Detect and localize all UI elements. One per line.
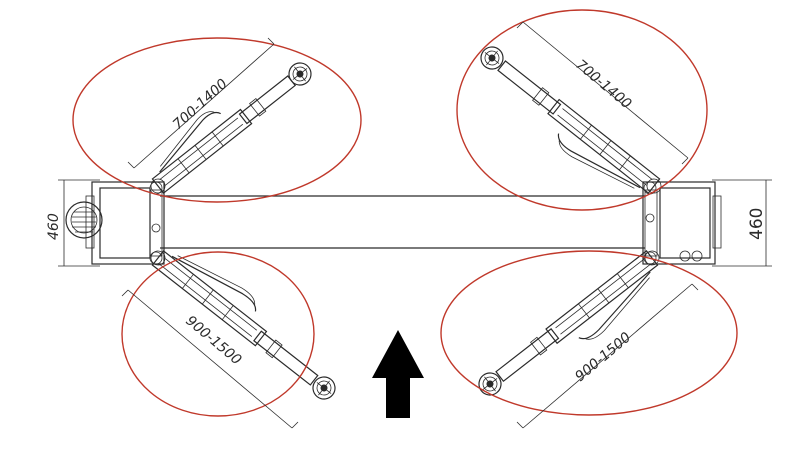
lift-arms <box>150 46 662 400</box>
arm-top-right <box>480 46 662 194</box>
reach-ellipse-bottom-right <box>440 250 738 416</box>
motor-icon <box>65 201 103 239</box>
left-post-base <box>85 181 165 265</box>
dimension-left-height: 460 <box>46 213 62 240</box>
dimension-bottom-left-arm: 900-1500 <box>182 313 244 369</box>
height-dimension-right <box>712 179 772 267</box>
arm-bottom-right <box>478 250 660 396</box>
reach-ellipse-top-right <box>456 9 708 211</box>
arm-top-left <box>150 62 312 194</box>
reach-ellipse-bottom-left <box>121 251 315 417</box>
arrow-up-icon <box>372 330 424 418</box>
reach-ellipses <box>72 9 738 417</box>
dimension-top-right-arm: 700-1400 <box>572 57 634 113</box>
dimension-right-height: 460 <box>747 208 767 240</box>
reach-ellipse-top-left <box>72 37 362 203</box>
height-dimension-left <box>58 179 100 267</box>
arm-bottom-left <box>150 250 336 400</box>
arm-dimension-lines <box>121 21 699 429</box>
dimension-bottom-right-arm: 900-1500 <box>572 329 634 385</box>
crossbeam <box>160 195 645 249</box>
